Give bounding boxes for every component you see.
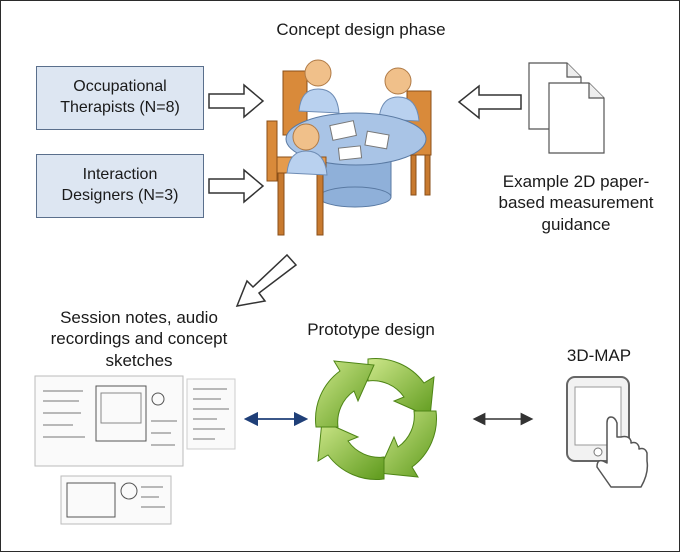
interaction-designers-label: Interaction Designers (N=3)	[61, 166, 179, 204]
document-icon	[528, 62, 605, 154]
concept-phase-label: Concept design phase	[276, 20, 446, 39]
paper-guidance-label: Example 2D paper- based measurement guid…	[498, 172, 654, 234]
sketch-icon	[34, 375, 236, 525]
occupational-therapists-label: Occupational Therapists (N=8)	[60, 78, 180, 116]
arrow-designers-to-meeting	[208, 168, 265, 204]
prototype-label: Prototype design	[307, 320, 435, 339]
interaction-designers-box: Interaction Designers (N=3)	[36, 154, 204, 218]
hand-pointer-icon	[596, 416, 649, 488]
arrow-meeting-to-outputs	[235, 253, 298, 307]
app-label: 3D-MAP	[566, 346, 632, 365]
meeting-table-icon	[266, 59, 432, 236]
arrow-paper-to-meeting	[457, 84, 522, 120]
session-outputs-label: Session notes, audio recordings and conc…	[50, 308, 228, 370]
cycle-icon	[315, 358, 437, 480]
arrow-therapists-to-meeting	[208, 83, 265, 119]
occupational-therapists-box: Occupational Therapists (N=8)	[36, 66, 204, 130]
